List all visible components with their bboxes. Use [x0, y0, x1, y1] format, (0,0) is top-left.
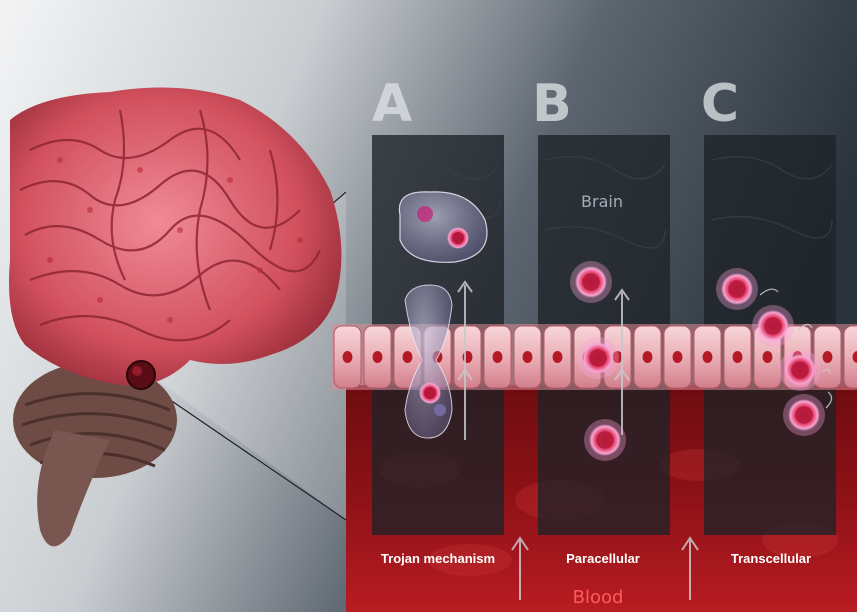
column-b-letter: B [512, 74, 592, 134]
paracellular-label: Paracellular [532, 551, 674, 566]
migrating-cell [752, 305, 794, 347]
endothelial-cell [634, 326, 661, 388]
migrating-cell [779, 349, 821, 391]
column-c-letter: C [680, 74, 760, 134]
column-a-letter: A [352, 74, 432, 134]
migrating-cell [783, 394, 825, 436]
brain-region-label: Brain [542, 192, 662, 211]
endothelial-cell [664, 326, 691, 388]
endothelial-cell [694, 326, 721, 388]
migrating-cell [570, 261, 612, 303]
trojan-mechanism-label: Trojan mechanism [362, 551, 514, 566]
endothelial-cell [544, 326, 571, 388]
migrating-cell [584, 419, 626, 461]
blood-region-label: Blood [538, 587, 658, 608]
migrating-cell [577, 337, 619, 379]
transcellular-label: Transcellular [700, 551, 842, 566]
endothelial-cell [484, 326, 511, 388]
endothelial-cell [364, 326, 391, 388]
endothelial-cell [514, 326, 541, 388]
zoom-spot [127, 361, 155, 389]
endothelial-cell [334, 326, 361, 388]
migrating-cell [716, 268, 758, 310]
endothelial-cell [724, 326, 751, 388]
zoom-spot-highlight [132, 366, 142, 376]
endothelial-cell [844, 326, 857, 388]
